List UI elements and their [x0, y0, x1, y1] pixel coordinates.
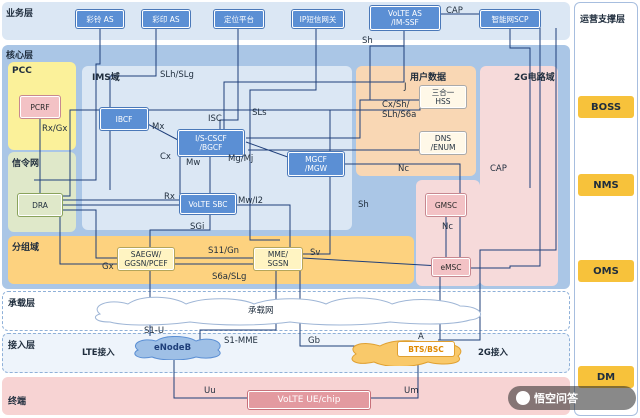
- ip-sms-gateway-node[interactable]: IP短信网关: [292, 10, 344, 28]
- core-layer-title: 核心层: [6, 51, 34, 61]
- cs-title: 2G电路域: [514, 73, 555, 83]
- emsc-node[interactable]: eMSC: [432, 258, 470, 276]
- enodeb-node[interactable]: eNodeB: [154, 343, 192, 353]
- ring-as-node[interactable]: 彩铃 AS: [76, 10, 124, 28]
- if-rx-gx: Rx/Gx: [42, 124, 68, 134]
- signaling-domain: [8, 152, 76, 232]
- volte-sbc-node[interactable]: VoLTE SBC: [180, 194, 236, 214]
- packet-domain: [8, 236, 414, 284]
- dra-node[interactable]: DRA: [18, 194, 62, 216]
- if-sls: SLs: [252, 108, 267, 118]
- volte-ue-node[interactable]: VoLTE UE/chip: [248, 391, 370, 409]
- support-layer-band: [574, 2, 638, 416]
- saegw-node[interactable]: SAEGW/ GGSN/PCEF: [118, 248, 174, 270]
- watermark: 悟空问答: [508, 386, 636, 410]
- dm-node[interactable]: DM: [578, 366, 634, 388]
- lte-access-label: LTE接入: [82, 348, 115, 358]
- bts-bsc-node[interactable]: BTS/BSC: [398, 342, 454, 356]
- mgcf-node[interactable]: MGCF /MGW: [288, 152, 344, 176]
- is-cscf-node[interactable]: I/S-CSCF /BGCF: [178, 130, 244, 156]
- watermark-logo-icon: [516, 391, 530, 405]
- bearer-layer-title: 承载层: [8, 299, 36, 309]
- if-sh-lower: Sh: [358, 200, 369, 210]
- watermark-text: 悟空问答: [534, 392, 578, 405]
- signaling-title: 信令网: [12, 159, 40, 169]
- if-mg-mj: Mg/Mj: [228, 154, 254, 164]
- if-a: A: [418, 332, 424, 342]
- if-sv: Sv: [310, 248, 321, 258]
- if-s1u: S1-U: [144, 326, 165, 336]
- if-gb: Gb: [308, 336, 320, 346]
- hss-node[interactable]: 三合一 HSS: [420, 86, 466, 108]
- if-cx: Cx: [160, 152, 171, 162]
- nms-node[interactable]: NMS: [578, 174, 634, 196]
- if-s1mme: S1-MME: [224, 336, 258, 346]
- if-cap-lower: CAP: [490, 164, 507, 174]
- if-j: J: [404, 82, 407, 92]
- if-s11-gn: S11/Gn: [208, 246, 240, 256]
- bearer-cloud: [94, 296, 482, 326]
- cs-domain: [480, 66, 558, 286]
- access-layer-title: 接入层: [8, 341, 36, 351]
- boss-node[interactable]: BOSS: [578, 96, 634, 118]
- if-isc: ISC: [208, 114, 222, 124]
- if-sh-top: Sh: [362, 36, 373, 46]
- if-mw: Mw: [186, 158, 201, 168]
- pcrf-node[interactable]: PCRF: [20, 96, 60, 118]
- terminal-layer-title: 终端: [8, 397, 27, 407]
- user-data-title: 用户数据: [410, 73, 447, 83]
- if-mw-i2: Mw/I2: [238, 196, 264, 206]
- if-uu: Uu: [204, 386, 216, 396]
- ims-title: IMS域: [92, 73, 120, 83]
- if-cx-sh-slh: Cx/Sh/ SLh/S6a: [382, 100, 417, 120]
- if-nc-upper: Nc: [398, 164, 410, 174]
- if-gx: Gx: [102, 262, 114, 272]
- if-sgi: SGi: [190, 222, 205, 232]
- support-title: 运营支撑层: [580, 15, 626, 25]
- if-s6a-slg: S6a/SLg: [212, 272, 247, 282]
- bearer-network-label: 承载网: [248, 306, 274, 316]
- volte-as-node[interactable]: VoLTE AS /IM-SSF: [370, 6, 440, 30]
- oms-node[interactable]: OMS: [578, 260, 634, 282]
- enodeb-cloud: [134, 336, 221, 360]
- print-as-node[interactable]: 彩印 AS: [142, 10, 190, 28]
- ibcf-node[interactable]: IBCF: [100, 108, 148, 130]
- if-cap-top: CAP: [446, 6, 463, 16]
- if-mx: Mx: [152, 122, 165, 132]
- packet-title: 分组域: [12, 243, 40, 253]
- business-layer-title: 业务层: [6, 9, 34, 19]
- dns-enum-node[interactable]: DNS /ENUM: [420, 132, 466, 154]
- user-data-domain: [356, 66, 476, 176]
- mme-sgsn-node[interactable]: MME/ SGSN: [254, 248, 302, 270]
- if-rx: Rx: [164, 192, 175, 202]
- if-nc-lower: Nc: [442, 222, 454, 232]
- 2g-access-label: 2G接入: [478, 348, 508, 358]
- location-platform-node[interactable]: 定位平台: [214, 10, 264, 28]
- if-slh-slg: SLh/SLg: [160, 70, 194, 80]
- scp-node[interactable]: 智能网SCP: [480, 10, 540, 28]
- pcc-title: PCC: [12, 66, 32, 76]
- if-um: Um: [404, 386, 419, 396]
- gmsc-node[interactable]: GMSC: [426, 194, 466, 216]
